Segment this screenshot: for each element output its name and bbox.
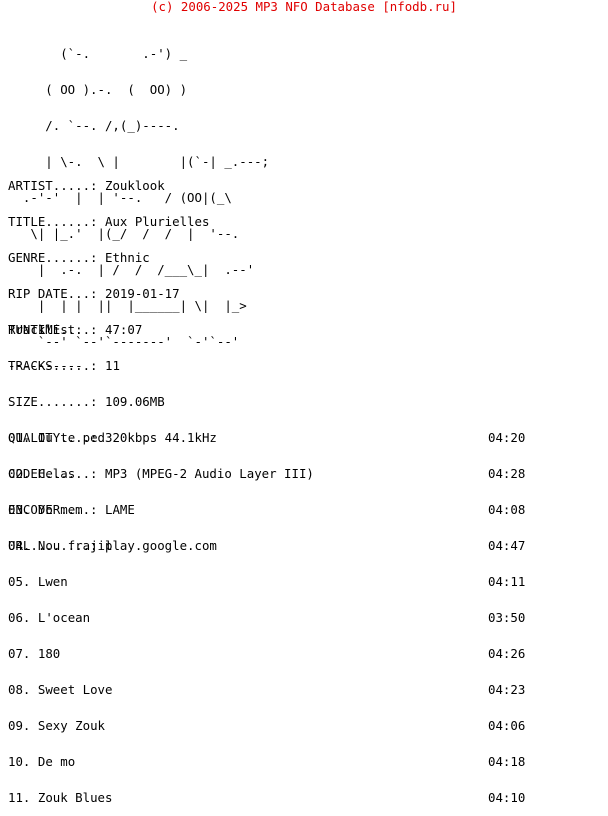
track-number: 07. <box>8 646 31 661</box>
info-rip-date: RIP DATE...: 2019-01-17 <box>8 286 314 301</box>
spacer <box>8 396 538 408</box>
track-row: 10. De mo 04:18 <box>8 754 538 769</box>
info-value: 11 <box>105 358 120 373</box>
ascii-logo-line: | | | || |______| \| |_> <box>8 298 247 313</box>
track-row: 09. Sexy Zouk 04:06 <box>8 718 538 733</box>
ascii-logo-line: `--' `--'`-------' `-'`--' <box>8 334 240 349</box>
track-row: 08. Sweet Love 04:23 <box>8 682 538 697</box>
info-value: 47:07 <box>105 322 143 337</box>
track-row: 07. 180 04:26 <box>8 646 538 661</box>
tracklist-rule: ---------- <box>8 358 83 373</box>
track-number: 10. <box>8 754 31 769</box>
track-duration: 04:26 <box>488 646 526 661</box>
track-duration: 04:18 <box>488 754 526 769</box>
ascii-logo-line: ( OO ).-. ( OO) ) <box>8 82 188 97</box>
info-value: 109.06MB <box>105 394 165 409</box>
ascii-logo-line: .-'-' | | '--. / (OO|(_\ <box>8 190 232 205</box>
track-number: 02. <box>8 466 31 481</box>
info-value: 2019-01-17 <box>105 286 180 301</box>
info-value: Ethnic <box>105 250 150 265</box>
info-runtime: RUNTIME....: 47:07 <box>8 322 314 337</box>
ascii-logo-line: \| |_.' |(_/ / / | '--. <box>8 226 240 241</box>
track-row: 04. Nou frajil 04:47 <box>8 538 538 553</box>
info-label: ARTIST.....: <box>8 178 98 193</box>
tracklist: Tracklist: ---------- 01. Ou te ped 04:20… <box>8 300 538 816</box>
track-number: 11. <box>8 790 31 805</box>
track-number: 06. <box>8 610 31 625</box>
track-title: Helas <box>37 466 76 481</box>
info-value: MP3 (MPEG-2 Audio Layer III) <box>105 466 314 481</box>
info-label: CODEC......: <box>8 466 98 481</box>
track-title: Nou frajil <box>37 538 113 553</box>
track-title: Sweet Love <box>37 682 113 697</box>
track-row: 01. Ou te ped 04:20 <box>8 430 538 445</box>
track-duration: 04:20 <box>488 430 526 445</box>
track-duration: 03:50 <box>488 610 526 625</box>
info-value: Aux Plurielles <box>105 214 210 229</box>
track-duration: 04:10 <box>488 790 526 805</box>
ascii-logo: (`-. .-') _ ( OO ).-. ( OO) ) /. `--. /,… <box>8 24 269 360</box>
info-label: RUNTIME....: <box>8 322 98 337</box>
info-label: SIZE.......: <box>8 394 98 409</box>
info-size: SIZE.......: 109.06MB <box>8 394 314 409</box>
ascii-logo-line: (`-. .-') _ <box>8 46 188 61</box>
track-number: 01. <box>8 430 31 445</box>
track-duration: 04:28 <box>488 466 526 481</box>
track-duration: 04:23 <box>488 682 526 697</box>
track-title: Yo mem <box>37 502 83 517</box>
info-value: Zouklook <box>105 178 165 193</box>
track-duration: 04:47 <box>488 538 526 553</box>
info-label: TRACKS.....: <box>8 358 98 373</box>
info-label: GENRE......: <box>8 250 98 265</box>
info-label: QUALITY....: <box>8 430 98 445</box>
track-title: 180 <box>37 646 61 661</box>
ascii-logo-line: /. `--. /,(_)----. <box>8 118 180 133</box>
track-row: 02. Helas 04:28 <box>8 466 538 481</box>
track-number: 04. <box>8 538 31 553</box>
track-title: Lwen <box>37 574 68 589</box>
track-title: Sexy Zouk <box>37 718 105 733</box>
info-value: 320kbps 44.1kHz <box>105 430 217 445</box>
track-duration: 04:06 <box>488 718 526 733</box>
info-label: RIP DATE...: <box>8 286 98 301</box>
track-title: Ou te ped <box>37 430 105 445</box>
ascii-logo-line: | \-. \ | |(`-| _.---; <box>8 154 270 169</box>
track-number: 05. <box>8 574 31 589</box>
track-title: Zouk Blues <box>37 790 113 805</box>
track-row: 05. Lwen 04:11 <box>8 574 538 589</box>
ascii-logo-line: | .-. | / / /___\_| .--' <box>8 262 255 277</box>
track-row: 11. Zouk Blues 04:10 <box>8 790 538 805</box>
info-genre: GENRE......: Ethnic <box>8 250 314 265</box>
info-title: TITLE......: Aux Plurielles <box>8 214 314 229</box>
info-codec: CODEC......: MP3 (MPEG-2 Audio Layer III… <box>8 466 314 481</box>
track-number: 08. <box>8 682 31 697</box>
site-banner: (c) 2006-2025 MP3 NFO Database [nfodb.ru… <box>151 0 457 14</box>
info-label: TITLE......: <box>8 214 98 229</box>
track-title: De mo <box>37 754 76 769</box>
track-number: 03. <box>8 502 31 517</box>
track-row: 03. Yo mem 04:08 <box>8 502 538 517</box>
info-artist: ARTIST.....: Zouklook <box>8 178 314 193</box>
info-tracks: TRACKS.....: 11 <box>8 358 314 373</box>
tracklist-heading: Tracklist: <box>8 322 83 337</box>
track-row: 06. L'ocean 03:50 <box>8 610 538 625</box>
track-title: L'ocean <box>37 610 91 625</box>
info-quality: QUALITY....: 320kbps 44.1kHz <box>8 430 314 445</box>
track-number: 09. <box>8 718 31 733</box>
track-duration: 04:11 <box>488 574 526 589</box>
track-duration: 04:08 <box>488 502 526 517</box>
